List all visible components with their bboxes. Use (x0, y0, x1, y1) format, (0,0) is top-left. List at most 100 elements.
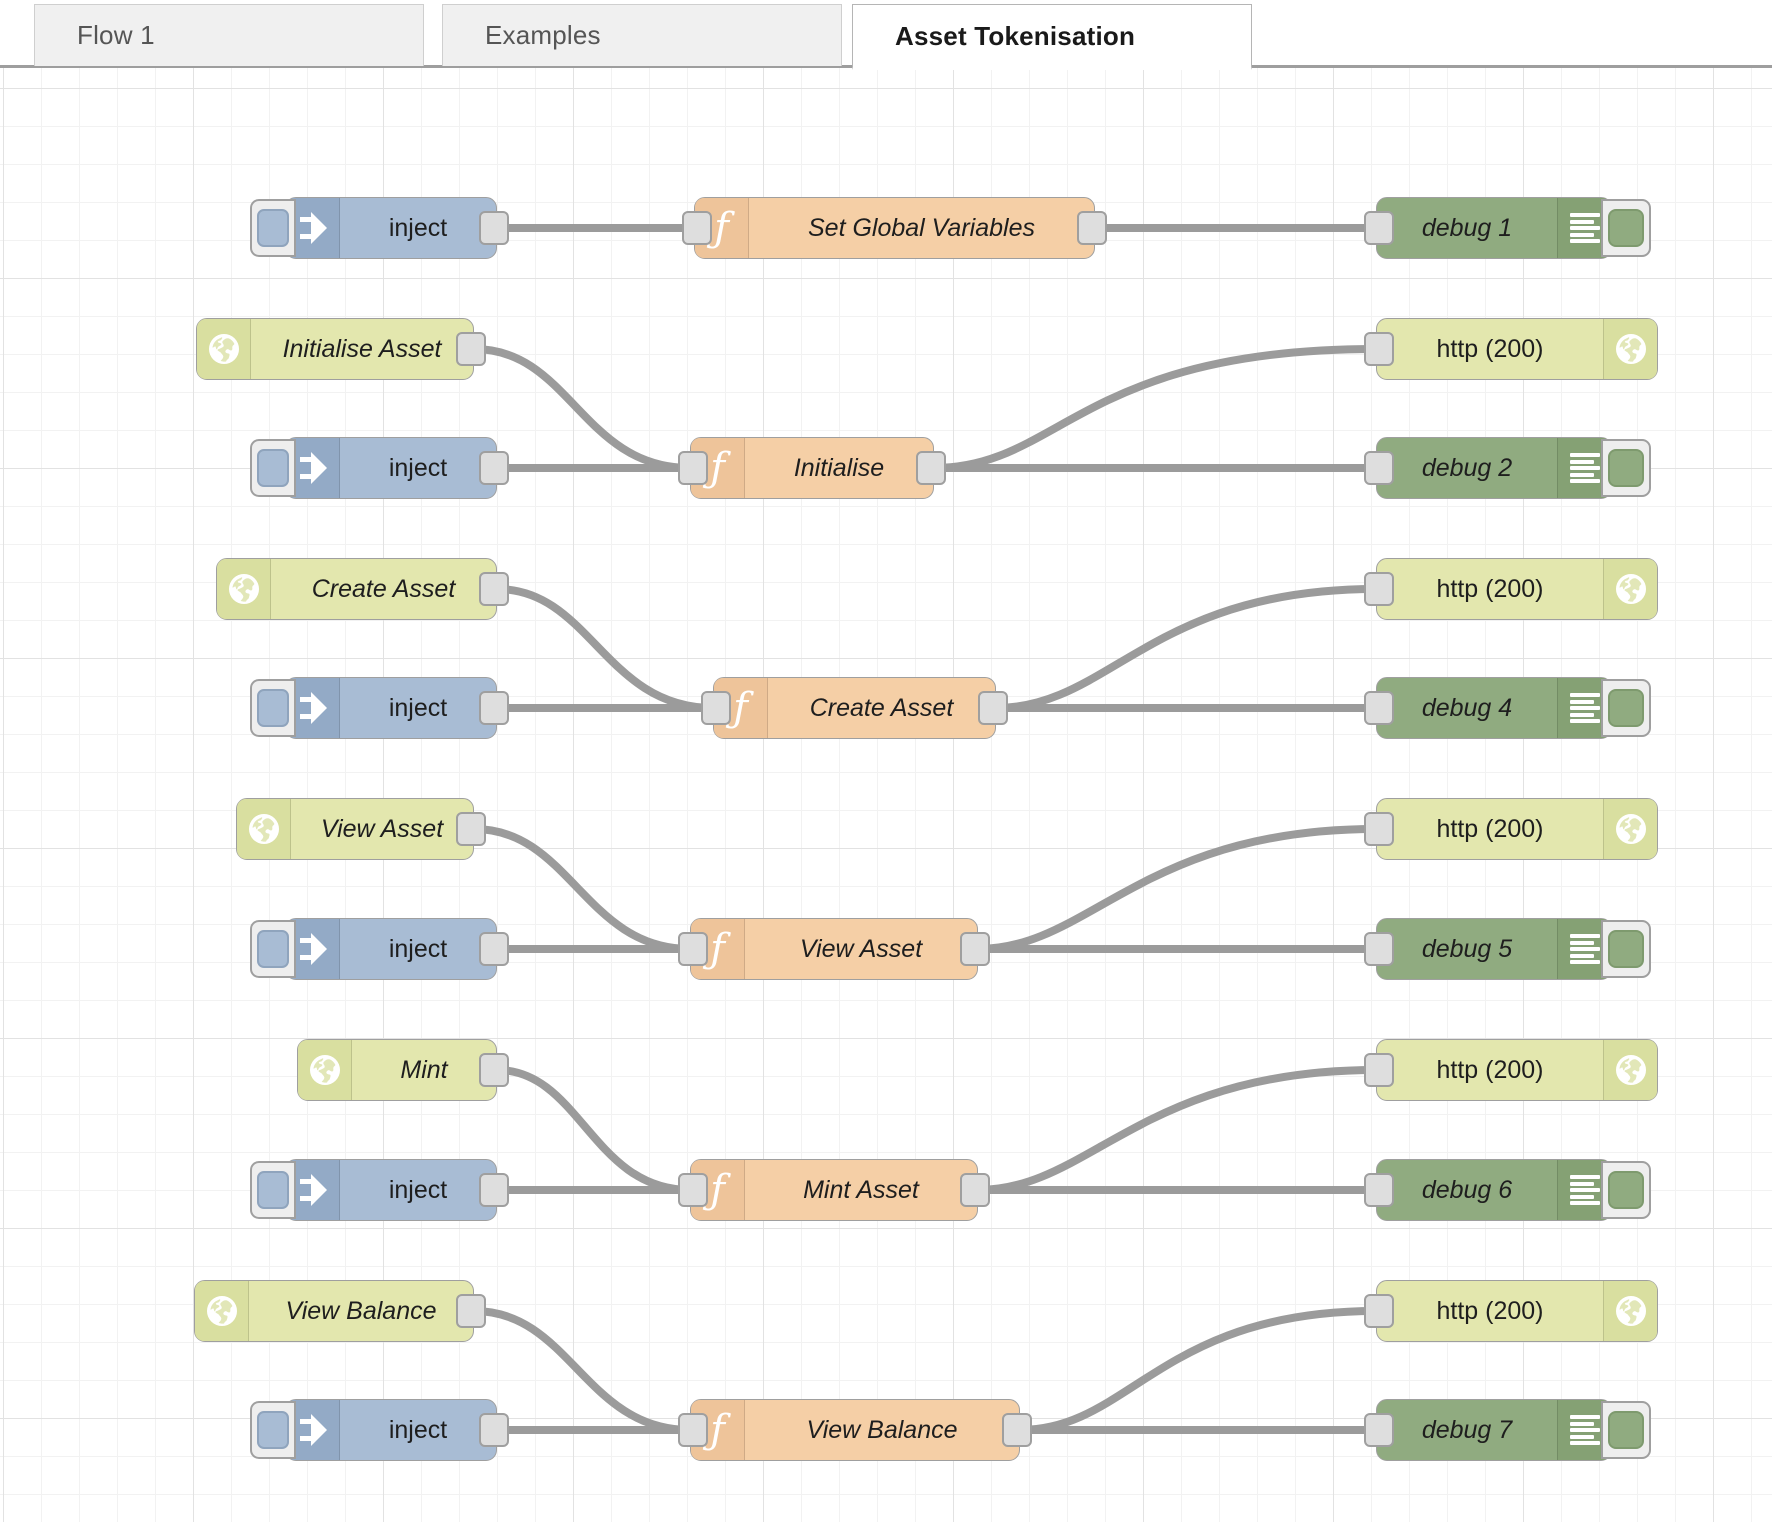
inject-trigger-button[interactable] (250, 1161, 296, 1219)
tab-asset-tokenisation[interactable]: Asset Tokenisation (852, 4, 1252, 70)
input-port[interactable] (1364, 1173, 1394, 1207)
http-in-node[interactable]: Initialise Asset (196, 318, 486, 380)
wire (974, 825, 1380, 953)
http-in-node[interactable]: View Balance (194, 1280, 486, 1342)
tab-label: Examples (485, 20, 601, 50)
inject-node[interactable]: inject (250, 1159, 509, 1221)
function-node[interactable]: ƒ View Balance (678, 1399, 1032, 1461)
output-port[interactable] (456, 1294, 486, 1328)
output-port[interactable] (1002, 1413, 1032, 1447)
node-label: http (200) (1436, 1055, 1544, 1084)
input-port[interactable] (682, 211, 712, 245)
http-in-node[interactable]: Mint (297, 1039, 509, 1101)
input-port[interactable] (1364, 332, 1394, 366)
output-port[interactable] (479, 1413, 509, 1447)
output-port[interactable] (479, 691, 509, 725)
output-port[interactable] (479, 451, 509, 485)
input-port[interactable] (1364, 932, 1394, 966)
http-response-node[interactable]: http (200) (1364, 798, 1658, 860)
node-label: debug 2 (1421, 453, 1513, 482)
f-glyph: ƒ (710, 926, 725, 972)
debug-enable-button[interactable] (1601, 1161, 1651, 1219)
input-port[interactable] (678, 1173, 708, 1207)
debug-enable-button[interactable] (1601, 439, 1651, 497)
input-port[interactable] (1364, 691, 1394, 725)
output-port[interactable] (456, 812, 486, 846)
output-port[interactable] (456, 332, 486, 366)
globe-icon (195, 1281, 249, 1341)
output-port[interactable] (960, 932, 990, 966)
debug-enable-button[interactable] (1601, 199, 1651, 257)
http-response-node[interactable]: http (200) (1364, 558, 1658, 620)
function-node[interactable]: ƒ Set Global Variables (682, 197, 1107, 259)
tab-flow-1[interactable]: Flow 1 (34, 4, 424, 66)
input-port[interactable] (1364, 211, 1394, 245)
flow-canvas[interactable]: inject ƒ Set Global Variables debug 1 (0, 68, 1772, 1522)
inject-node[interactable]: inject (250, 197, 509, 259)
input-port[interactable] (1364, 451, 1394, 485)
output-port[interactable] (479, 932, 509, 966)
debug-glyph (1569, 934, 1600, 964)
node-label: View Balance (806, 1415, 958, 1444)
inject-trigger-button[interactable] (250, 439, 296, 497)
input-port[interactable] (678, 451, 708, 485)
inject-trigger-button[interactable] (250, 679, 296, 737)
http-in-node[interactable]: View Asset (236, 798, 486, 860)
input-port[interactable] (1364, 1413, 1394, 1447)
output-port[interactable] (960, 1173, 990, 1207)
output-port[interactable] (479, 1053, 509, 1087)
debug-glyph (1569, 693, 1600, 723)
debug-button-indicator (1608, 930, 1644, 968)
debug-node[interactable]: debug 7 (1364, 1399, 1651, 1461)
http-response-node[interactable]: http (200) (1364, 318, 1658, 380)
inject-node[interactable]: inject (250, 677, 509, 739)
node-label: Initialise (793, 453, 885, 482)
debug-enable-button[interactable] (1601, 920, 1651, 978)
f-glyph: ƒ (714, 205, 729, 251)
inject-node[interactable]: inject (250, 1399, 509, 1461)
function-node[interactable]: ƒ Mint Asset (678, 1159, 990, 1221)
debug-node[interactable]: debug 1 (1364, 197, 1651, 259)
node-label: debug 5 (1421, 934, 1513, 963)
inject-trigger-button[interactable] (250, 1401, 296, 1459)
debug-node[interactable]: debug 4 (1364, 677, 1651, 739)
output-port[interactable] (479, 1173, 509, 1207)
tab-examples[interactable]: Examples (442, 4, 842, 66)
tab-label: Asset Tokenisation (895, 20, 1136, 51)
input-port[interactable] (1364, 572, 1394, 606)
output-port[interactable] (916, 451, 946, 485)
debug-node[interactable]: debug 2 (1364, 437, 1651, 499)
http-response-node[interactable]: http (200) (1364, 1039, 1658, 1101)
output-port[interactable] (1077, 211, 1107, 245)
input-port[interactable] (1364, 1053, 1394, 1087)
http-response-node[interactable]: http (200) (1364, 1280, 1658, 1342)
debug-glyph (1569, 453, 1600, 483)
function-node[interactable]: ƒ Create Asset (701, 677, 1008, 739)
input-port[interactable] (678, 932, 708, 966)
debug-node[interactable]: debug 5 (1364, 918, 1651, 980)
output-port[interactable] (479, 211, 509, 245)
input-port[interactable] (1364, 812, 1394, 846)
globe-icon (197, 319, 251, 379)
input-port[interactable] (701, 691, 731, 725)
input-port[interactable] (678, 1413, 708, 1447)
function-node[interactable]: ƒ Initialise (678, 437, 946, 499)
input-port[interactable] (1364, 1294, 1394, 1328)
debug-node[interactable]: debug 6 (1364, 1159, 1651, 1221)
output-port[interactable] (978, 691, 1008, 725)
inject-trigger-button[interactable] (250, 920, 296, 978)
debug-button-indicator (1608, 1171, 1644, 1209)
http-in-node[interactable]: Create Asset (216, 558, 509, 620)
node-label: inject (388, 213, 448, 242)
globe-icon (237, 799, 291, 859)
debug-enable-button[interactable] (1601, 1401, 1651, 1459)
inject-trigger-button[interactable] (250, 199, 296, 257)
inject-node[interactable]: inject (250, 437, 509, 499)
node-label: inject (388, 1415, 448, 1444)
debug-enable-button[interactable] (1601, 679, 1651, 737)
inject-node[interactable]: inject (250, 918, 509, 980)
wire (493, 1066, 694, 1194)
output-port[interactable] (479, 572, 509, 606)
node-label: http (200) (1436, 574, 1544, 603)
function-node[interactable]: ƒ View Asset (678, 918, 990, 980)
